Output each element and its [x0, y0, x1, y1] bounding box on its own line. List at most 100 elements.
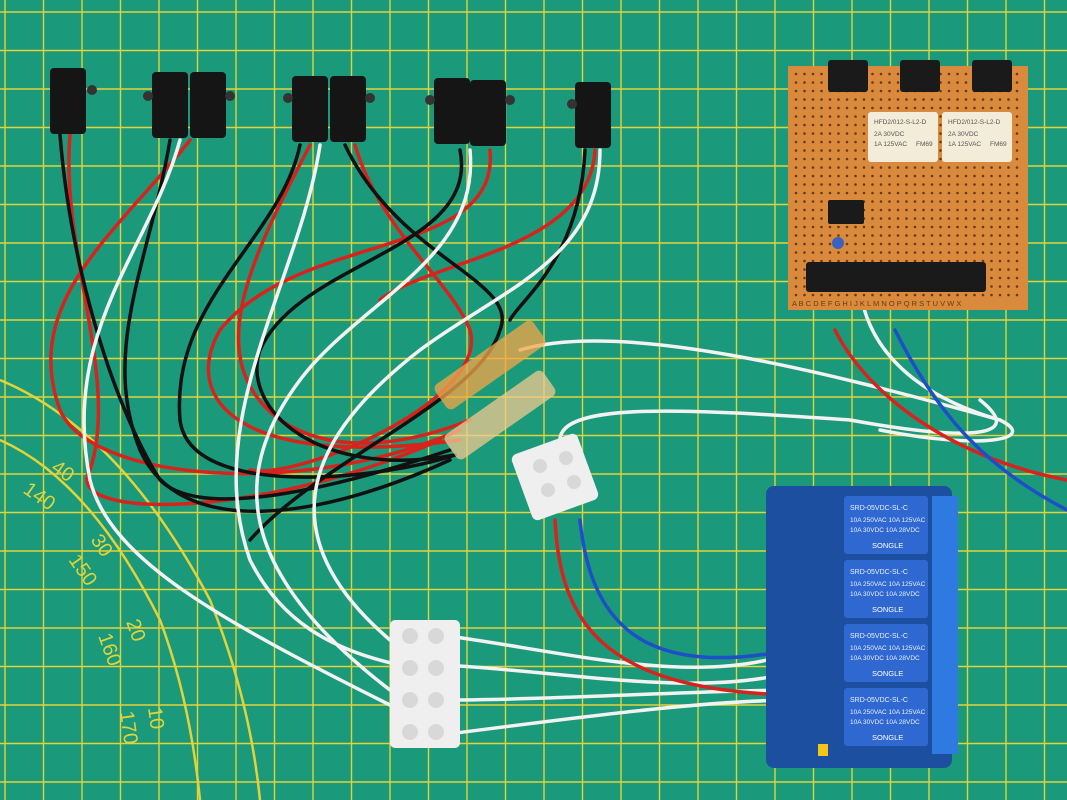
stripboard-hole — [811, 149, 815, 152]
stripboard-hole — [896, 217, 900, 220]
stripboard-hole — [930, 106, 934, 110]
stripboard-hole — [879, 251, 883, 254]
stripboard-hole — [794, 293, 798, 297]
stripboard-row-letters: A B C D E F G H I J K L M N O P Q R S T … — [792, 299, 961, 308]
stripboard-hole — [837, 157, 840, 161]
microswitch — [283, 76, 328, 142]
stripboard-hole — [930, 174, 934, 178]
stripboard-hole — [794, 259, 798, 263]
arc-number: 10 — [143, 706, 168, 731]
stripboard-hole — [845, 234, 849, 237]
stripboard-hole — [981, 293, 985, 297]
stripboard-hole — [1007, 285, 1010, 288]
stripboard-hole — [879, 259, 883, 263]
stripboard-hole — [854, 251, 857, 254]
stripboard-hole — [981, 98, 985, 101]
stripboard-hole — [922, 106, 925, 110]
relay-model: SRD-05VDC-SL-C — [850, 697, 908, 704]
stripboard-hole — [888, 242, 891, 246]
stripboard-hole — [845, 191, 849, 195]
relay-rating-1: 2A 30VDC — [874, 131, 905, 138]
stripboard-hole — [1015, 81, 1019, 84]
stripboard-hole — [998, 259, 1002, 263]
stripboard-hole — [862, 293, 866, 297]
stripboard-hole — [794, 183, 798, 186]
stripboard-hole — [820, 72, 823, 76]
relay-code: FM69 — [990, 141, 1007, 148]
stripboard-hole — [990, 234, 993, 237]
stripboard-hole — [964, 200, 968, 203]
stripboard-hole — [913, 191, 917, 195]
stripboard-hole — [837, 123, 840, 127]
relay-rating: 10A 250VAC 10A 125VAC — [850, 645, 926, 652]
stripboard-hole — [905, 106, 908, 110]
relay-brand: SONGLE — [872, 669, 903, 678]
microswitch — [330, 76, 375, 142]
stripboard-hole — [947, 208, 951, 212]
stripboard-hole — [922, 217, 925, 220]
relay-rating-2: 1A 125VAC — [948, 141, 981, 148]
stripboard-hole — [845, 106, 849, 110]
stripboard-hole — [820, 183, 823, 186]
terminal-block-bottom — [390, 620, 460, 748]
stripboard-hole — [803, 89, 806, 93]
stripboard-hole — [888, 200, 891, 203]
microswitch — [567, 82, 611, 148]
microswitch — [425, 78, 470, 144]
stripboard-hole — [956, 234, 959, 237]
stripboard-hole — [820, 157, 823, 161]
stripboard-hole — [879, 89, 883, 93]
stripboard-hole — [1015, 225, 1019, 229]
stripboard-hole — [879, 234, 883, 237]
stripboard-hole — [956, 81, 959, 84]
stripboard-hole — [1015, 157, 1019, 161]
stripboard-hole — [1007, 259, 1010, 263]
stripboard-hole — [990, 98, 993, 101]
stripboard-hole — [947, 174, 951, 178]
stripboard-hole — [964, 293, 968, 297]
stripboard-hole — [828, 98, 832, 101]
stripboard-hole — [820, 89, 823, 93]
stripboard-hole — [862, 123, 866, 127]
relay-rating: 10A 30VDC 10A 28VDC — [850, 719, 920, 726]
stripboard-hole — [871, 217, 874, 220]
stripboard-hole — [998, 183, 1002, 186]
stripboard-hole — [939, 242, 942, 246]
stripboard-hole — [879, 208, 883, 212]
stripboard-hole — [794, 225, 798, 229]
stripboard-hole — [939, 89, 942, 93]
stripboard-hole — [803, 149, 806, 152]
stripboard-hole — [1015, 242, 1019, 246]
stripboard-hole — [913, 293, 917, 297]
stripboard-hole — [1007, 174, 1010, 178]
stripboard-hole — [837, 251, 840, 254]
stripboard-hole — [1015, 234, 1019, 237]
stripboard-hole — [905, 166, 908, 169]
relay-brand: SONGLE — [872, 541, 903, 550]
stripboard-hole — [854, 174, 857, 178]
stripboard-hole — [828, 259, 832, 263]
stripboard-hole — [990, 251, 993, 254]
stripboard-hole — [930, 217, 934, 220]
stripboard-hole — [939, 208, 942, 212]
stripboard-hole — [803, 268, 806, 271]
stripboard-hole — [1015, 149, 1019, 152]
stripboard-hole — [964, 183, 968, 186]
stripboard-hole — [998, 251, 1002, 254]
stripboard-hole — [998, 106, 1002, 110]
wires — [49, 133, 1067, 737]
stripboard-hole — [811, 259, 815, 263]
stripboard-hole — [879, 225, 883, 229]
stripboard-hole — [837, 174, 840, 178]
stripboard-hole — [862, 115, 866, 118]
stripboard-hole — [794, 200, 798, 203]
stripboard-hole — [803, 115, 806, 118]
stripboard-hole — [981, 166, 985, 169]
stripboard-hole — [956, 72, 959, 76]
stripboard-hole — [930, 200, 934, 203]
stripboard-hole — [811, 140, 815, 144]
stripboard-hole — [896, 89, 900, 93]
stripboard-hole — [1015, 285, 1019, 288]
stripboard-hole — [888, 72, 891, 76]
